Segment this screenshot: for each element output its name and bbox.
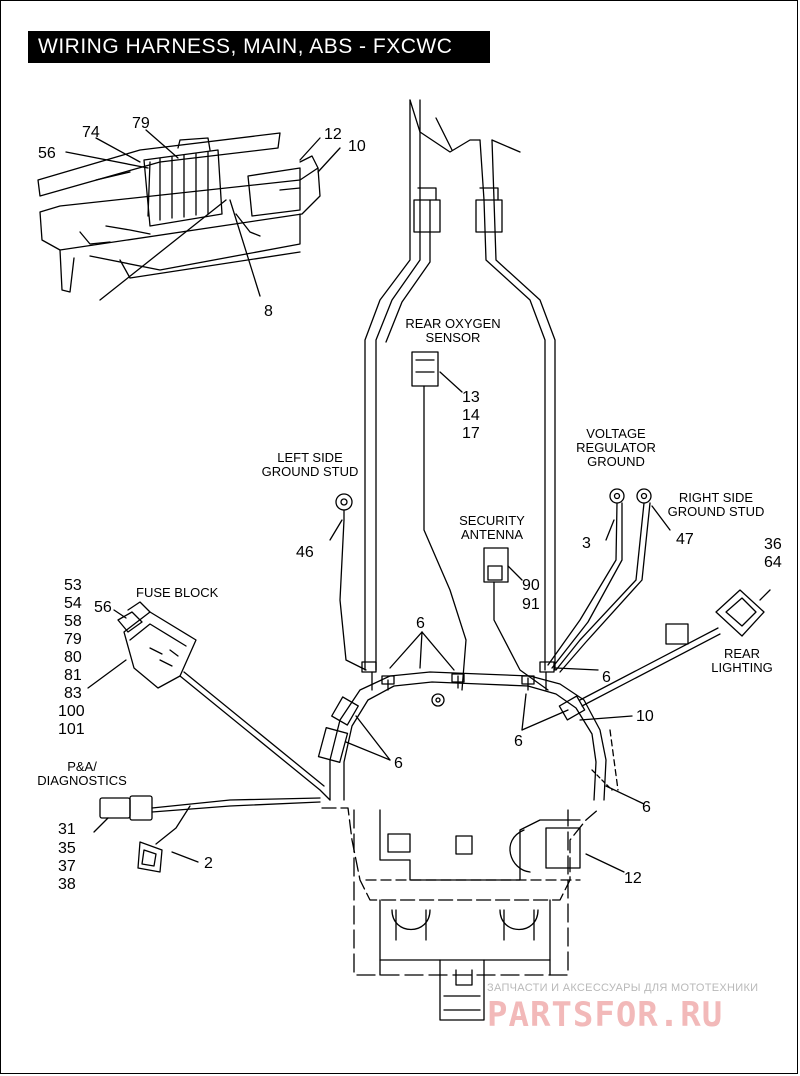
callout-90: 90 <box>522 577 540 594</box>
callout-80: 80 <box>64 649 82 666</box>
callout-2: 2 <box>204 855 213 872</box>
label-voltage-reg-2: REGULATOR <box>576 440 656 455</box>
callout-10-right: 10 <box>636 708 654 725</box>
label-fuse-block: FUSE BLOCK <box>136 585 219 600</box>
callout-6-left: 6 <box>394 755 403 772</box>
diagram-title: WIRING HARNESS, MAIN, ABS - FXCWC <box>28 31 490 63</box>
callout-47: 47 <box>676 531 694 548</box>
rear-lighting-connector <box>579 589 771 707</box>
callout-8: 8 <box>264 303 273 320</box>
callout-31: 31 <box>58 821 76 838</box>
label-pa-2: DIAGNOSTICS <box>37 773 127 788</box>
security-antenna-connector <box>483 547 549 691</box>
callout-3: 3 <box>582 535 591 552</box>
callout-56-fuse: 56 <box>94 599 112 616</box>
callout-79-fuse: 79 <box>64 631 82 648</box>
frame-tray <box>321 807 601 1021</box>
label-security-2: ANTENNA <box>461 527 523 542</box>
label-left-ground-1: LEFT SIDE <box>277 450 343 465</box>
callout-56-inset: 56 <box>38 145 56 162</box>
callout-38: 38 <box>58 876 76 893</box>
callout-91: 91 <box>522 596 540 613</box>
callout-74: 74 <box>82 124 100 141</box>
label-left-ground-2: GROUND STUD <box>262 464 359 479</box>
callout-12-bottom: 12 <box>624 870 642 887</box>
callout-83: 83 <box>64 685 82 702</box>
main-loop-harness <box>317 661 619 801</box>
callout-13: 13 <box>462 389 480 406</box>
label-pa-1: P&A/ <box>67 759 97 774</box>
watermark-text: ЗАПЧАСТИ И АКСЕССУАРЫ ДЛЯ МОТОТЕХНИКИ <box>487 982 759 994</box>
callout-36: 36 <box>764 536 782 553</box>
watermark-logo: PARTSFOR.RU <box>487 995 724 1035</box>
label-rear-oxygen-1: REAR OXYGEN <box>405 316 500 331</box>
label-right-ground-1: RIGHT SIDE <box>679 490 753 505</box>
callout-37: 37 <box>58 858 76 875</box>
callout-12-inset: 12 <box>324 126 342 143</box>
callout-101: 101 <box>58 721 85 738</box>
callout-53: 53 <box>64 577 82 594</box>
pa-diagnostics-connectors <box>93 795 321 873</box>
callout-64: 64 <box>764 554 782 571</box>
callout-79: 79 <box>132 115 150 132</box>
callout-10-inset: 10 <box>348 138 366 155</box>
inset-bracket-drawing <box>37 132 321 301</box>
callout-6-lowright: 6 <box>642 799 651 816</box>
upper-harness <box>364 99 556 671</box>
callout-6-bottom: 6 <box>514 733 523 750</box>
label-rear-lighting-2: LIGHTING <box>711 660 772 675</box>
label-security-1: SECURITY <box>459 513 525 528</box>
callout-6-top: 6 <box>416 615 425 632</box>
label-right-ground-2: GROUND STUD <box>668 504 765 519</box>
callout-58: 58 <box>64 613 82 630</box>
rear-oxygen-sensor-connector <box>411 351 467 691</box>
callout-46: 46 <box>296 544 314 561</box>
callout-35: 35 <box>58 840 76 857</box>
label-rear-lighting-1: REAR <box>724 646 760 661</box>
callout-14: 14 <box>462 407 480 424</box>
callout-54: 54 <box>64 595 82 612</box>
label-voltage-reg-1: VOLTAGE <box>586 426 646 441</box>
left-ground-stud <box>329 493 367 671</box>
label-rear-oxygen-2: SENSOR <box>426 330 481 345</box>
ground-studs-right <box>547 488 671 673</box>
fuse-block <box>87 601 331 801</box>
callout-100: 100 <box>58 703 85 720</box>
callout-6-right: 6 <box>602 669 611 686</box>
callout-81: 81 <box>64 667 82 684</box>
label-voltage-reg-3: GROUND <box>587 454 645 469</box>
callout-17: 17 <box>462 425 480 442</box>
